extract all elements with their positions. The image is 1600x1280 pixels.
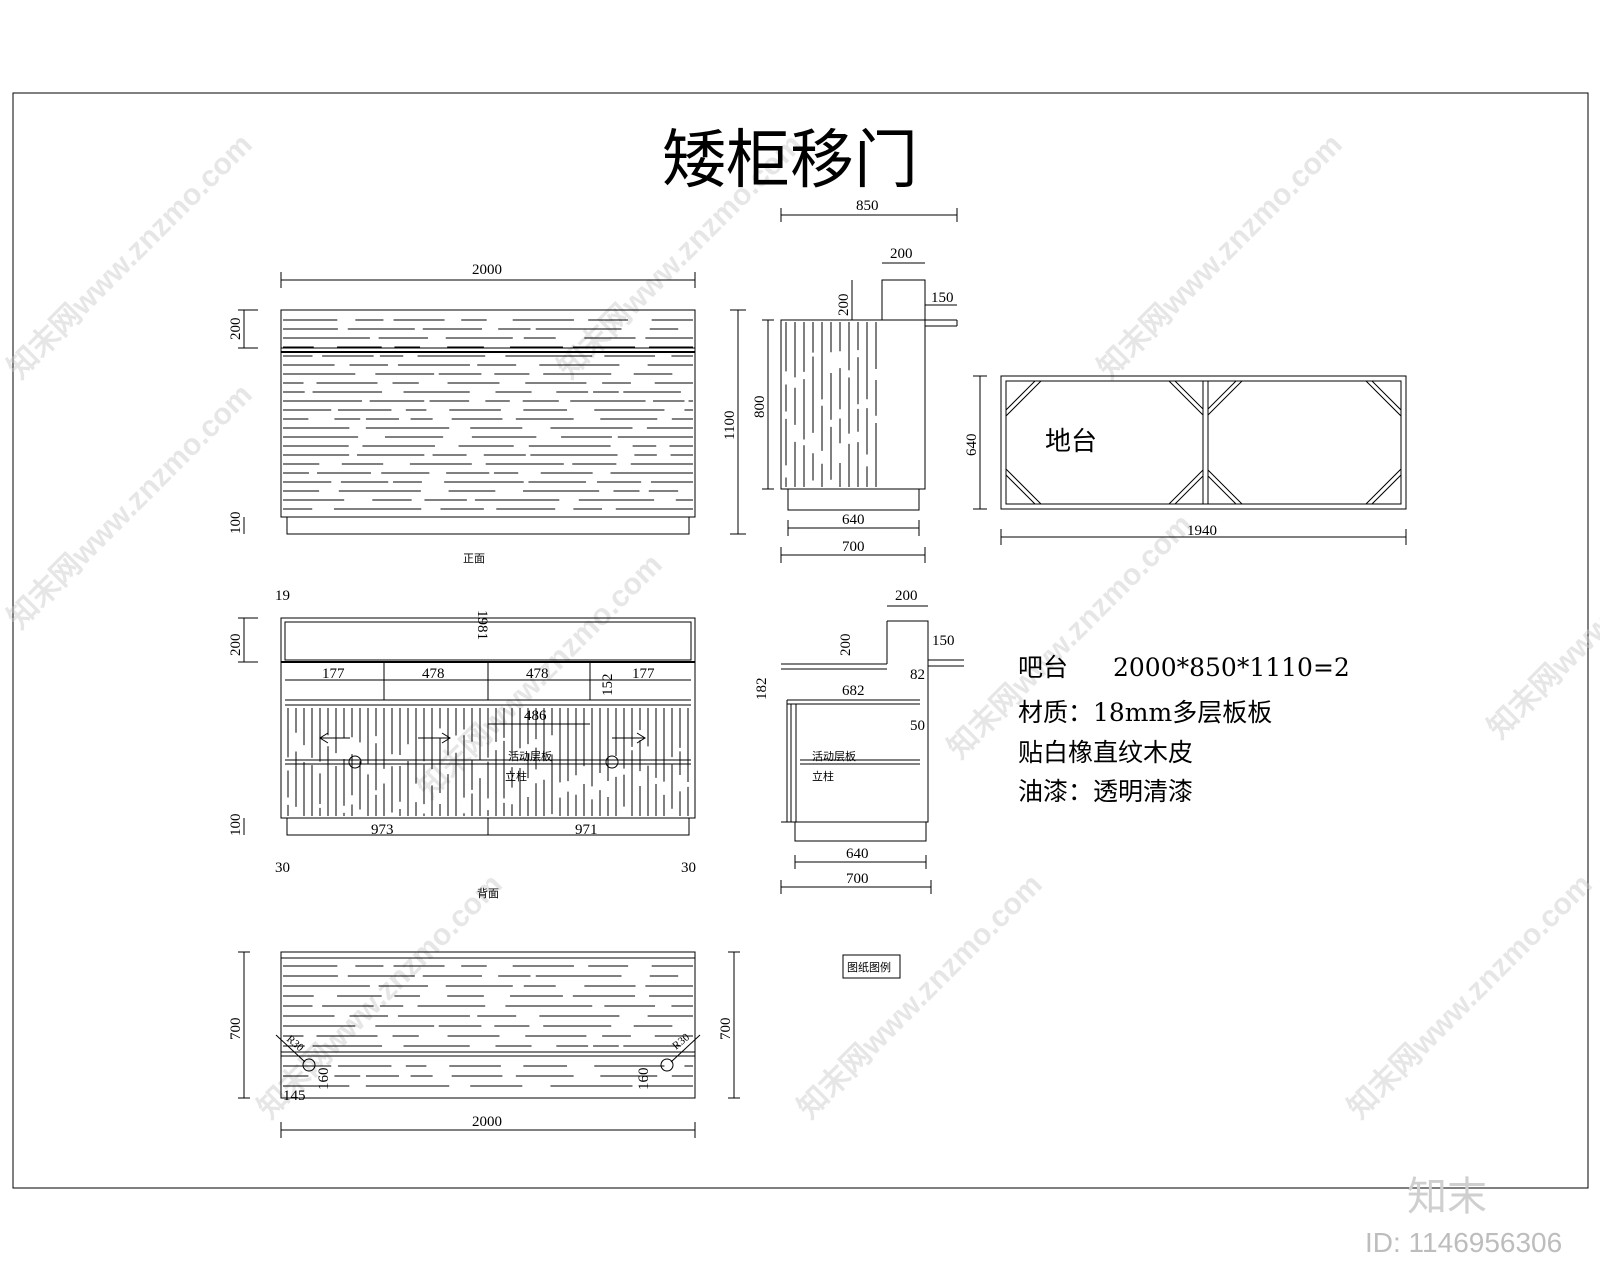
top-hole-right-dim: R30 — [670, 1031, 692, 1052]
back-board-dim: 19 — [275, 588, 290, 604]
back-note-post: 立柱 — [505, 769, 527, 783]
top-depth-dim-left: 700 — [228, 1018, 244, 1041]
back-drawer-dim-1: 177 — [322, 666, 345, 682]
side-counter-dim: 200 — [890, 246, 913, 262]
back-note-shelf: 活动层板 — [508, 749, 552, 763]
sideb-note-post: 立柱 — [812, 769, 834, 783]
watermark-text: 知末网www.znzmo.com — [2, 128, 259, 385]
side-view-top: 850 200 200 150 800 640 700 — [752, 198, 958, 563]
watermark-text: 知末网www.znzmo.com — [1092, 128, 1349, 385]
sideb-counter-h-dim: 200 — [838, 634, 854, 657]
sideb-gap-dim: 82 — [910, 667, 925, 683]
back-drawer-dim-4: 177 — [632, 666, 655, 682]
sideb-counter-dim: 200 — [895, 588, 918, 604]
sideb-shelf-dim: 182 — [754, 678, 770, 701]
spec-line2: 材质：18mm多层板板 — [1018, 698, 1272, 727]
top-hole-off-dim: 145 — [283, 1088, 306, 1104]
sideb-mid-dim: 50 — [910, 718, 925, 734]
back-drawer-dim-2: 478 — [422, 666, 445, 682]
spec-line4: 油漆：透明清漆 — [1018, 777, 1193, 806]
back-top-band-dim: 200 — [228, 634, 244, 657]
side-depth-dim: 850 — [856, 198, 879, 214]
top-length-dim: 2000 — [472, 1114, 502, 1130]
back-view-caption: 背面 — [477, 886, 499, 900]
top-depth-dim-right: 700 — [718, 1018, 734, 1041]
plan-view: 地台 1940 640 — [964, 375, 1407, 545]
back-base-dim: 100 — [228, 814, 244, 837]
sideb-inner-dim: 640 — [846, 846, 869, 862]
top-hole-y-right-dim: 160 — [636, 1068, 652, 1091]
back-span-dim: 1981 — [474, 610, 490, 640]
side-outer-dim: 700 — [842, 539, 865, 555]
sideb-outer-dim: 700 — [846, 871, 869, 887]
image-id: ID: 1146956306 — [1365, 1227, 1562, 1258]
back-right-door-dim: 971 — [575, 822, 598, 838]
legend-stamp — [842, 954, 901, 979]
back-left-foot-dim: 30 — [275, 860, 290, 876]
watermark-layer: 知末网www.znzmo.com 知末网www.znzmo.com 知末网www… — [2, 128, 1600, 1125]
front-top-band-dim: 200 — [228, 318, 244, 341]
side-view-bottom: 200 150 200 182 682 82 50 活动层板 立柱 640 70… — [754, 588, 964, 894]
brand-logo: 知末 — [1407, 1174, 1487, 1220]
back-drawer-dim-3: 478 — [526, 666, 549, 682]
plan-length-dim: 1940 — [1187, 523, 1217, 539]
legend-stamp-text: 图纸图例 — [847, 960, 891, 974]
drawing-title: 矮柜移门 — [662, 124, 918, 198]
front-view-caption: 正面 — [463, 553, 485, 565]
sideb-inner-w-dim: 682 — [842, 683, 865, 699]
drawing-frame — [12, 92, 1589, 1189]
side-inner-dim: 640 — [842, 512, 865, 528]
spec-line1-label: 吧台 — [1018, 653, 1068, 682]
plan-label: 地台 — [1045, 427, 1097, 457]
front-width-dim: 2000 — [472, 262, 502, 278]
watermark-text: 知末网www.znzmo.com — [1482, 488, 1600, 745]
side-overhang-dim: 150 — [931, 290, 954, 306]
spec-line1-value: 2000*850*1110=2 — [1113, 653, 1350, 682]
plan-depth-dim: 640 — [964, 434, 980, 457]
side-counter-h-dim: 200 — [836, 294, 852, 317]
watermark-text: 知末网www.znzmo.com — [2, 378, 259, 635]
back-view: 19 1981 200 177 478 478 177 152 486 活动层板… — [228, 588, 696, 900]
watermark-text: 知末网www.znzmo.com — [1342, 868, 1599, 1125]
top-hole-y-left-dim: 160 — [316, 1068, 332, 1091]
back-inner-dim: 486 — [524, 708, 547, 724]
watermark-text: 知末网www.znzmo.com — [792, 868, 1049, 1125]
back-drawer-h-dim: 152 — [600, 674, 616, 697]
spec-block: 吧台 2000*850*1110=2 材质：18mm多层板板 贴白橡直纹木皮 油… — [1018, 653, 1350, 806]
back-right-foot-dim: 30 — [681, 860, 696, 876]
front-height-dim: 1100 — [722, 411, 738, 440]
spec-line3: 贴白橡直纹木皮 — [1018, 738, 1193, 767]
front-view: 2000 200 100 1100 正面 — [228, 262, 746, 565]
sideb-overhang-dim: 150 — [932, 633, 955, 649]
top-view: R30 R30 160 160 145 2000 700 700 — [228, 951, 740, 1138]
side-body-h-dim: 800 — [752, 396, 768, 419]
front-base-dim: 100 — [228, 512, 244, 535]
back-left-door-dim: 973 — [371, 822, 394, 838]
sideb-note-shelf: 活动层板 — [812, 749, 856, 763]
